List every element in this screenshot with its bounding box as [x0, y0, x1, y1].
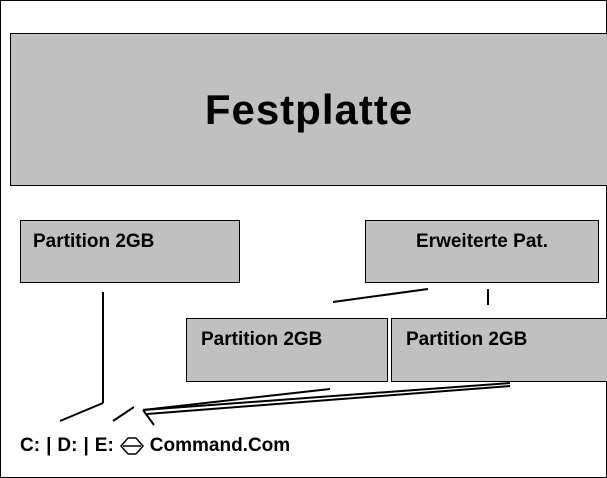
disk-box: Festplatte — [10, 33, 607, 186]
logical-partition-box-1: Partition 2GB — [186, 318, 388, 382]
primary-partition-box: Partition 2GB — [20, 220, 240, 283]
logical-partition-label-1: Partition 2GB — [201, 329, 323, 350]
disk-label: Festplatte — [204, 85, 414, 133]
primary-partition-label: Partition 2GB — [33, 231, 155, 252]
double-arrow-exchange-icon — [119, 435, 144, 457]
file-label: Command.Com — [149, 435, 291, 456]
logical-partition-label-2: Partition 2GB — [406, 329, 528, 350]
extended-partition-box: Erweiterte Pat. — [365, 220, 599, 283]
logical-partition-box-2: Partition 2GB — [391, 318, 607, 382]
drive-letter-c: C: — [20, 435, 41, 456]
drive-letter-d: D: — [57, 435, 78, 456]
drive-separator: | — [46, 435, 52, 456]
drive-separator: | — [83, 435, 89, 456]
drive-legend: C: | D: | E: Command.Com — [20, 433, 290, 459]
extended-partition-label: Erweiterte Pat. — [416, 231, 548, 252]
drive-letter-e: E: — [94, 435, 114, 456]
